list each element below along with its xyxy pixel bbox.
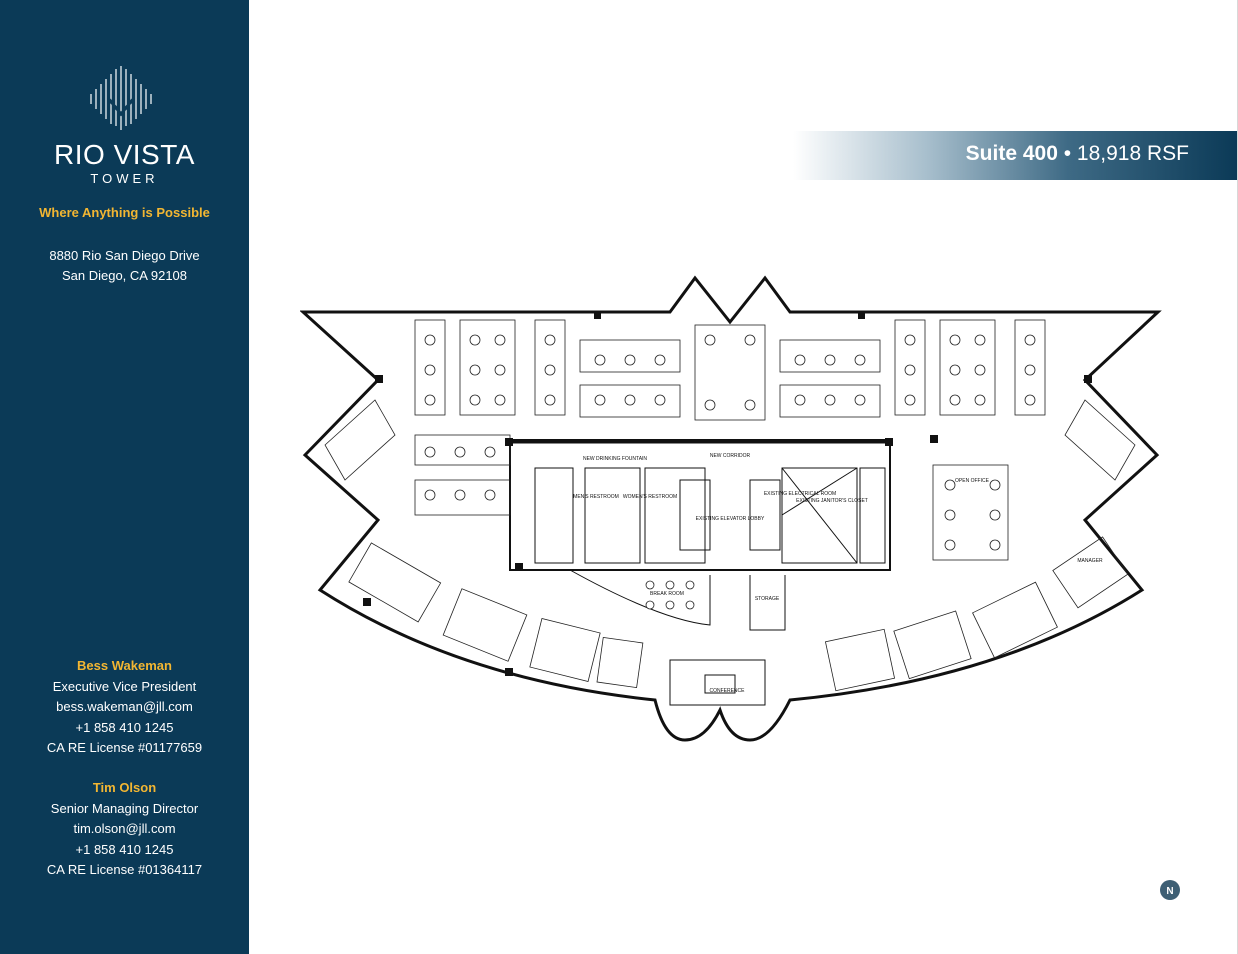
label-lobby: EXISTING ELEVATOR LOBBY bbox=[696, 516, 765, 522]
floor-plan: NEW CORRIDOR EXISTING ELEVATOR LOBBY MEN… bbox=[300, 275, 1162, 742]
building-outline bbox=[300, 275, 1162, 742]
suite-separator: • bbox=[1063, 142, 1072, 165]
sidebar: RIO VISTA TOWER Where Anything is Possib… bbox=[0, 0, 249, 954]
contact-title: Executive Vice President bbox=[52, 678, 197, 694]
suite-size: 18,918 RSF bbox=[1076, 142, 1189, 165]
contact-title: Senior Managing Director bbox=[50, 800, 199, 816]
suite-name: Suite 400 bbox=[965, 142, 1058, 165]
label-open-office: OPEN OFFICE bbox=[955, 478, 990, 484]
contact-license: CA RE License #01177659 bbox=[46, 740, 203, 755]
suite-heading: Suite 400 • 18,918 RSF bbox=[966, 142, 1189, 166]
label-conference: CONFERENCE bbox=[709, 688, 745, 694]
contact-email[interactable]: tim.olson@jll.com bbox=[73, 821, 176, 836]
contact-license: CA RE License #01364117 bbox=[46, 862, 203, 877]
contact-phone[interactable]: +1 858 410 1245 bbox=[75, 841, 174, 857]
label-janitor: EXISTING JANITOR'S CLOSET bbox=[796, 498, 868, 504]
label-break: BREAK ROOM bbox=[650, 591, 684, 597]
address-line-1: 8880 Rio San Diego Drive bbox=[49, 248, 200, 263]
brand-name: RIO VISTA bbox=[54, 139, 195, 170]
label-storage: STORAGE bbox=[755, 596, 780, 602]
brand-subtitle: TOWER bbox=[90, 171, 159, 186]
tagline: Where Anything is Possible bbox=[39, 205, 210, 220]
contact-email[interactable]: bess.wakeman@jll.com bbox=[56, 699, 193, 714]
north-label: N bbox=[1166, 886, 1173, 897]
label-manager: MANAGER bbox=[1077, 558, 1103, 564]
contact-name: Tim Olson bbox=[92, 780, 157, 795]
address: 8880 Rio San Diego Drive San Diego, CA 9… bbox=[0, 246, 249, 286]
label-womens: WOMEN'S RESTROOM bbox=[623, 494, 677, 500]
logo-mark-icon bbox=[90, 66, 152, 130]
contact-card: Bess Wakeman Executive Vice President be… bbox=[0, 656, 249, 759]
contact-phone[interactable]: +1 858 410 1245 bbox=[75, 719, 174, 735]
contact-name: Bess Wakeman bbox=[77, 658, 172, 673]
label-drinking: NEW DRINKING FOUNTAIN bbox=[583, 456, 647, 462]
contact-card: Tim Olson Senior Managing Director tim.o… bbox=[0, 778, 249, 881]
north-arrow-icon: N bbox=[1160, 880, 1180, 900]
address-line-2: San Diego, CA 92108 bbox=[61, 268, 188, 283]
label-electrical: EXISTING ELECTRICAL ROOM bbox=[764, 491, 836, 497]
label-corridor: NEW CORRIDOR bbox=[710, 453, 751, 459]
suite-banner: Suite 400 • 18,918 RSF bbox=[793, 131, 1237, 180]
label-mens: MEN'S RESTROOM bbox=[573, 494, 619, 500]
